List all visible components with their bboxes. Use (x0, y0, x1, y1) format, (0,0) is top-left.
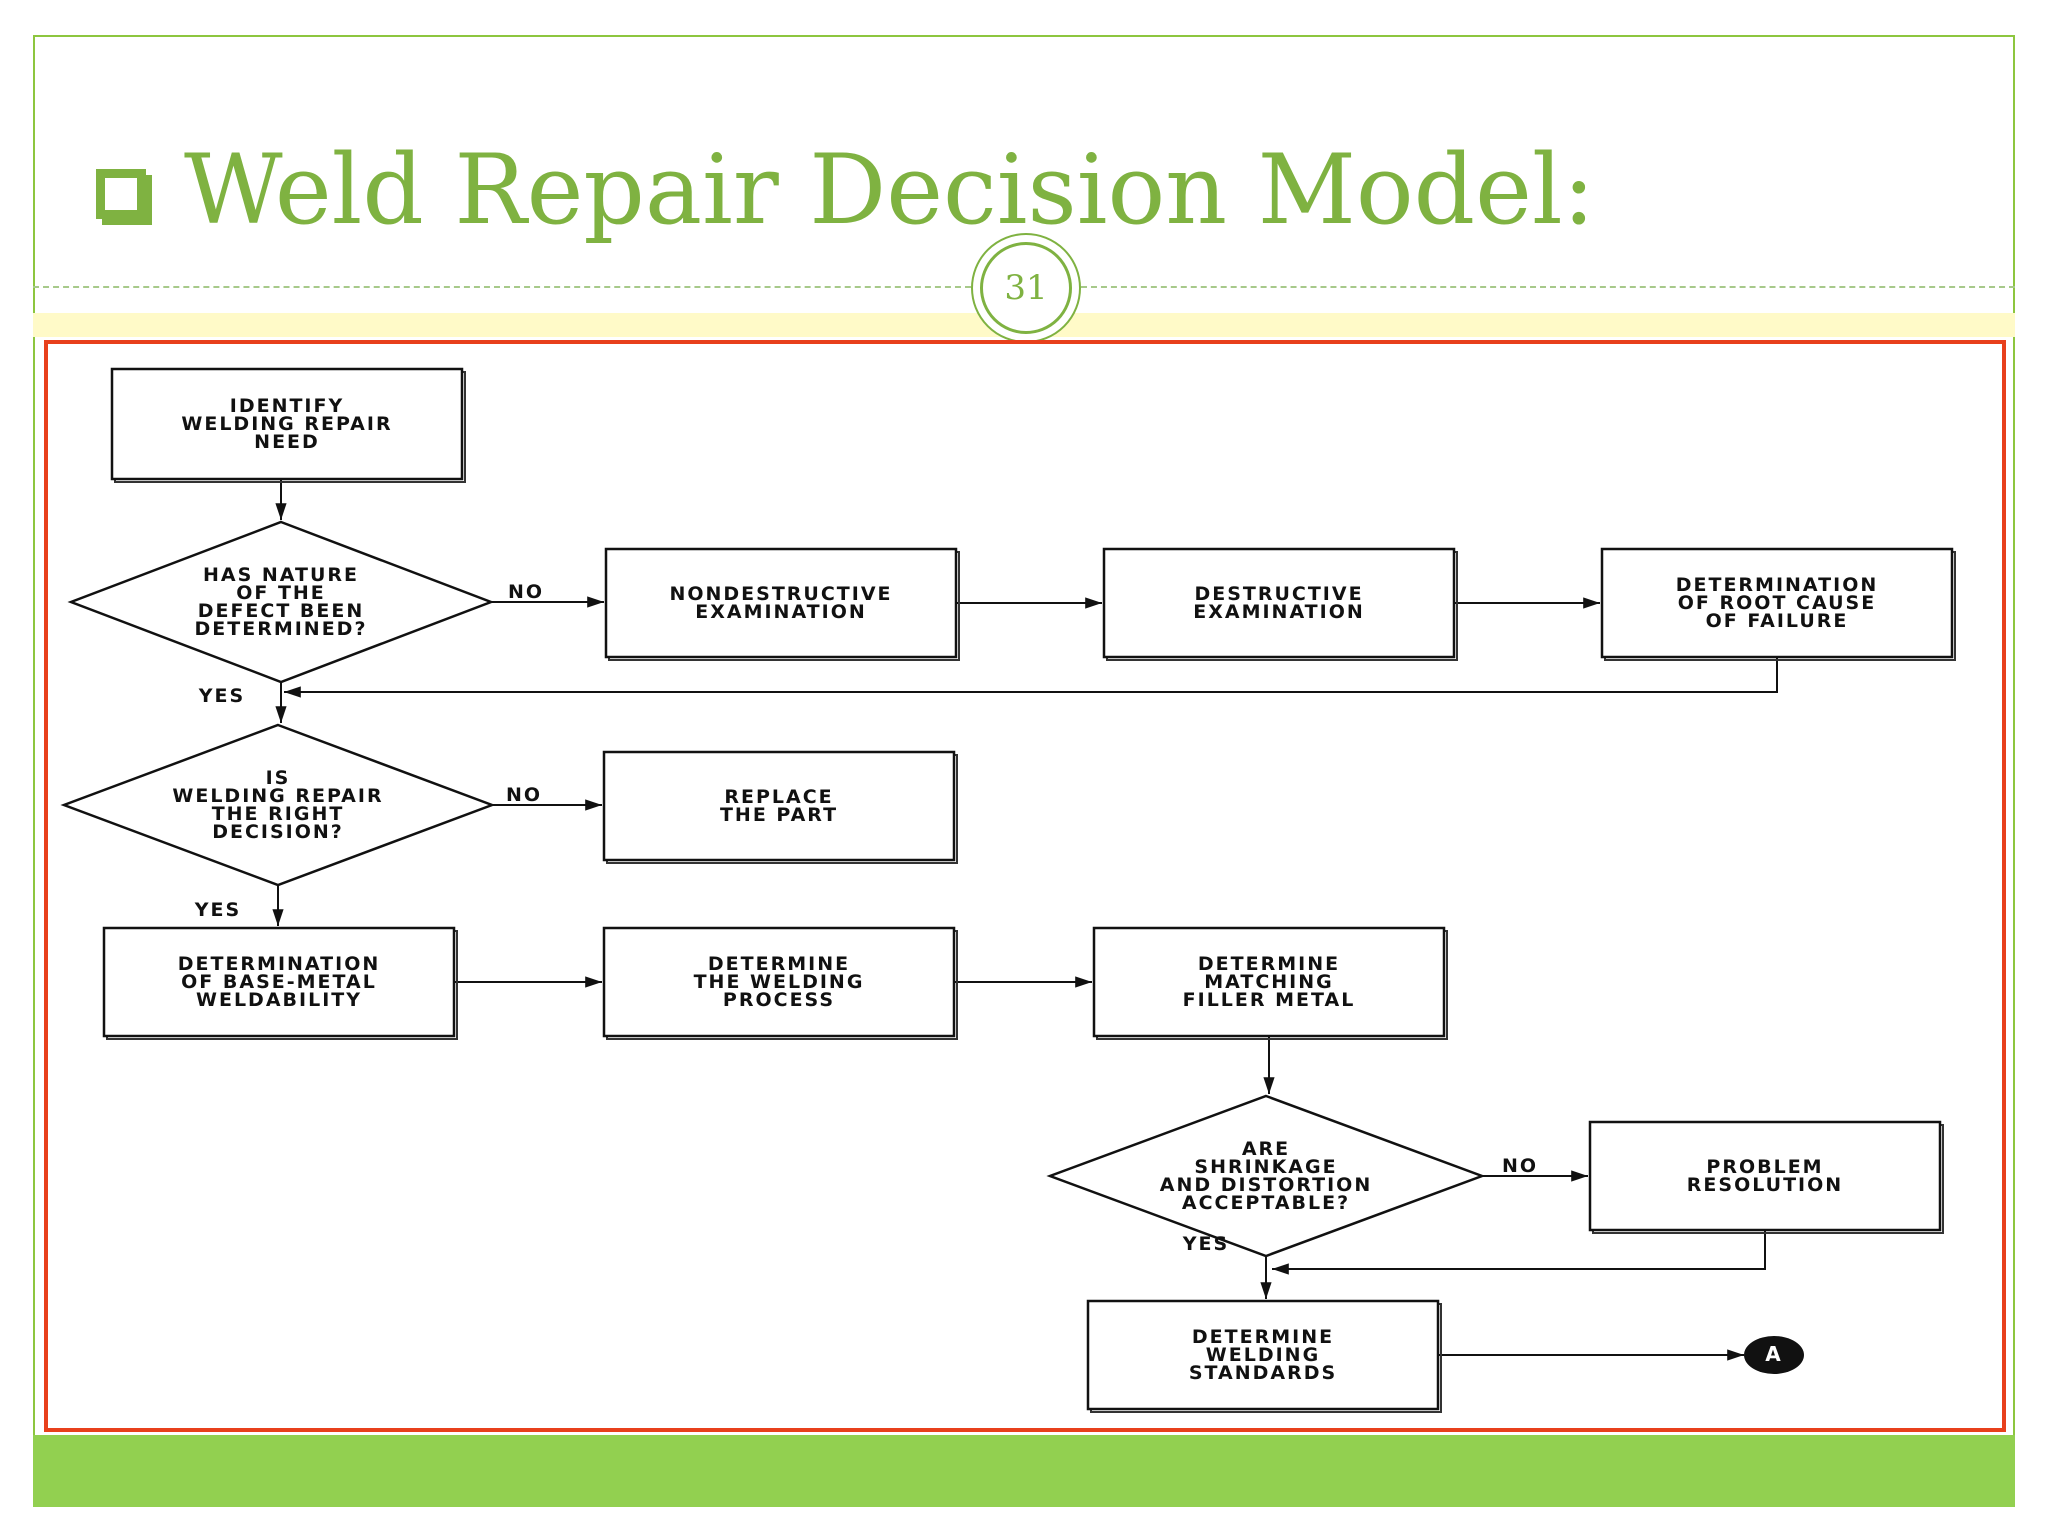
node-label: EXAMINATION (1193, 601, 1365, 623)
node-label: IS (266, 767, 291, 789)
slide-title: Weld Repair Decision Model: (184, 134, 1595, 246)
edge-label-no-1: NO (508, 581, 544, 603)
node-label: DEFECT BEEN (198, 600, 365, 622)
node-label: DETERMINE (1198, 953, 1340, 975)
header-divider-right (1081, 286, 2015, 288)
footer-bar (33, 1435, 2015, 1507)
node-connector: A (1744, 1336, 1804, 1374)
node-label: THE WELDING (694, 971, 865, 993)
node-label: AND DISTORTION (1160, 1174, 1373, 1196)
node-label: DECISION? (212, 821, 344, 843)
title-row: Weld Repair Decision Model: (96, 130, 1595, 250)
node-label: ARE (1242, 1138, 1290, 1160)
node-label: PROCESS (723, 989, 835, 1011)
edge-root-return (283, 657, 1778, 698)
node-label: RESOLUTION (1687, 1174, 1843, 1196)
node-label: WELDING REPAIR (172, 785, 383, 807)
node-label: NONDESTRUCTIVE (669, 583, 892, 605)
node-label: PROBLEM (1706, 1156, 1823, 1178)
node-label: A (1765, 1342, 1782, 1366)
node-label: ACCEPTABLE? (1182, 1192, 1350, 1214)
node-label: WELDING (1206, 1344, 1320, 1366)
node-label: DETERMINATION (1676, 574, 1879, 596)
node-label: THE RIGHT (212, 803, 345, 825)
edge-label-yes-1: YES (198, 685, 245, 707)
node-label: OF FAILURE (1706, 610, 1849, 632)
node-label: WELDING REPAIR (181, 413, 392, 435)
checkbox-bullet-icon (96, 169, 146, 219)
node-label: FILLER METAL (1183, 989, 1356, 1011)
edge-problem-return (1272, 1230, 1766, 1275)
page-number-badge: 31 (971, 233, 1081, 343)
edge-label-yes-3: YES (1182, 1233, 1229, 1255)
header-divider-left (33, 286, 971, 288)
node-label: SHRINKAGE (1194, 1156, 1337, 1178)
page-number: 31 (980, 242, 1072, 334)
node-label: DETERMINED? (195, 618, 368, 640)
node-label: DETERMINE (1192, 1326, 1334, 1348)
edge-label-no-2: NO (506, 784, 542, 806)
node-label: OF THE (236, 582, 326, 604)
node-label: EXAMINATION (695, 601, 867, 623)
node-label: WELDABILITY (196, 989, 362, 1011)
node-label: IDENTIFY (230, 395, 345, 417)
edge-label-yes-2: YES (194, 899, 241, 921)
node-label: DETERMINE (708, 953, 850, 975)
node-label: OF ROOT CAUSE (1678, 592, 1876, 614)
node-label: REPLACE (724, 786, 833, 808)
node-label: HAS NATURE (203, 564, 359, 586)
node-label: DETERMINATION (178, 953, 381, 975)
node-label: STANDARDS (1189, 1362, 1337, 1384)
node-label: DESTRUCTIVE (1194, 583, 1363, 605)
edge-label-no-3: NO (1502, 1155, 1538, 1177)
node-label: THE PART (720, 804, 838, 826)
node-label: OF BASE-METAL (181, 971, 377, 993)
node-label: NEED (254, 431, 320, 453)
node-label: MATCHING (1204, 971, 1334, 993)
